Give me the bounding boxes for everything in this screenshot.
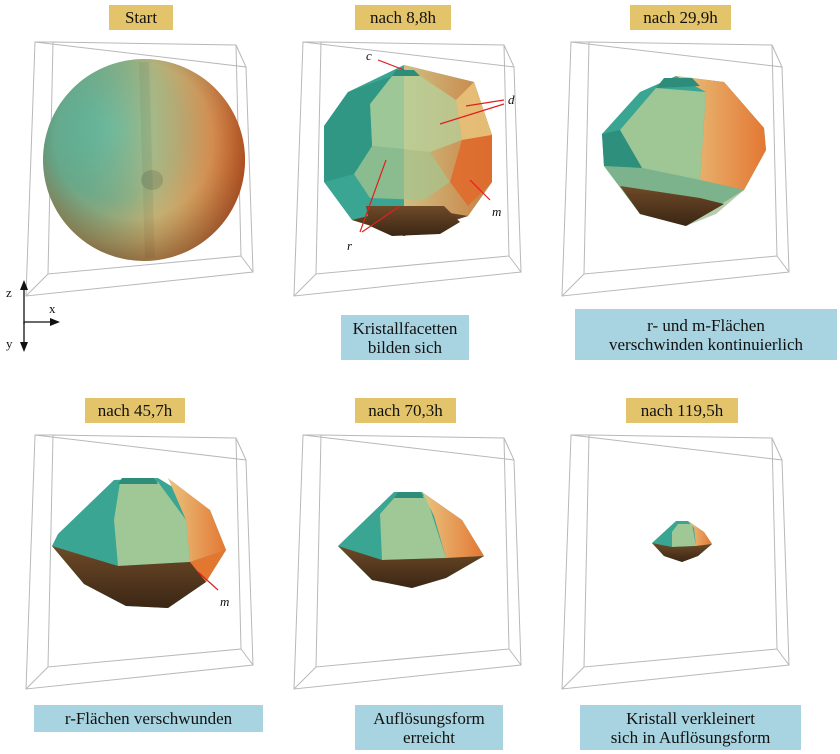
box-edge — [235, 44, 247, 68]
bounding-box — [293, 41, 522, 297]
panel-title-70-3h: nach 70,3h — [355, 398, 456, 423]
caption-line: sich in Auflösungsform — [610, 727, 771, 747]
panel-title-start: Start — [109, 5, 173, 30]
axis-triad — [20, 280, 60, 352]
caption-line: erreicht — [403, 727, 455, 747]
axis-y-label: y — [6, 336, 13, 351]
caption-line: r-Flächen verschwunden — [64, 709, 233, 728]
box-edge — [25, 273, 49, 297]
bounding-box — [25, 434, 254, 690]
caption-line: verschwinden kontinuierlich — [608, 334, 804, 354]
bounding-box — [561, 41, 790, 297]
caption-29-9h: r- und m-Flächen verschwinden kontinuier… — [575, 309, 837, 360]
face-label-c: c — [366, 48, 372, 63]
box-edge — [503, 44, 515, 68]
caption-line: Kristallfacetten — [352, 318, 458, 338]
caption-45-7h: r-Flächen verschwunden — [34, 705, 263, 732]
box-edge — [771, 437, 783, 461]
crystal-119-5h — [652, 521, 712, 562]
panel-title-45-7h: nach 45,7h — [85, 398, 185, 423]
box-edge — [25, 666, 49, 690]
crystal-29-9h — [602, 76, 766, 226]
caption-8-8h: Kristallfacetten bilden sich — [341, 315, 469, 360]
box-edge — [508, 255, 522, 273]
sphere-start — [43, 59, 245, 261]
panel-title-119-5h: nach 119,5h — [626, 398, 738, 423]
face-label-lines — [197, 59, 505, 591]
box-edge — [293, 273, 317, 297]
box-edge — [561, 273, 585, 297]
bounding-box — [293, 434, 522, 690]
face-label-d: d — [508, 92, 515, 107]
box-edge — [240, 648, 254, 666]
box-edge — [776, 648, 790, 666]
box-edge — [293, 666, 317, 690]
caption-line: r- und m-Flächen — [647, 315, 765, 335]
caption-line: Auflösungsform — [373, 708, 485, 728]
box-edge — [240, 255, 254, 273]
bounding-box — [561, 434, 790, 690]
caption-line: bilden sich — [367, 337, 443, 357]
face-label-m: m — [492, 204, 501, 219]
crystal-45-7h — [52, 478, 226, 608]
panel-title-8-8h: nach 8,8h — [355, 5, 451, 30]
box-edge — [235, 437, 247, 461]
axis-x-label: x — [49, 301, 56, 316]
box-edge — [503, 437, 515, 461]
axis-z-label: z — [6, 285, 12, 300]
bounding-box — [25, 41, 254, 297]
panel-title-29-9h: nach 29,9h — [630, 5, 731, 30]
caption-line: Kristall verkleinert — [626, 708, 755, 728]
face-label-r: r — [347, 238, 353, 253]
caption-70-3h: Auflösungsform erreicht — [355, 705, 503, 750]
box-edge — [561, 666, 585, 690]
box-edge — [508, 648, 522, 666]
crystal-70-3h — [338, 492, 484, 588]
box-edge — [776, 255, 790, 273]
face-label-m-45h: m — [220, 594, 229, 609]
caption-119-5h: Kristall verkleinert sich in Auflösungsf… — [580, 705, 801, 750]
crystal-8-8h — [324, 65, 492, 236]
box-edge — [771, 44, 783, 68]
